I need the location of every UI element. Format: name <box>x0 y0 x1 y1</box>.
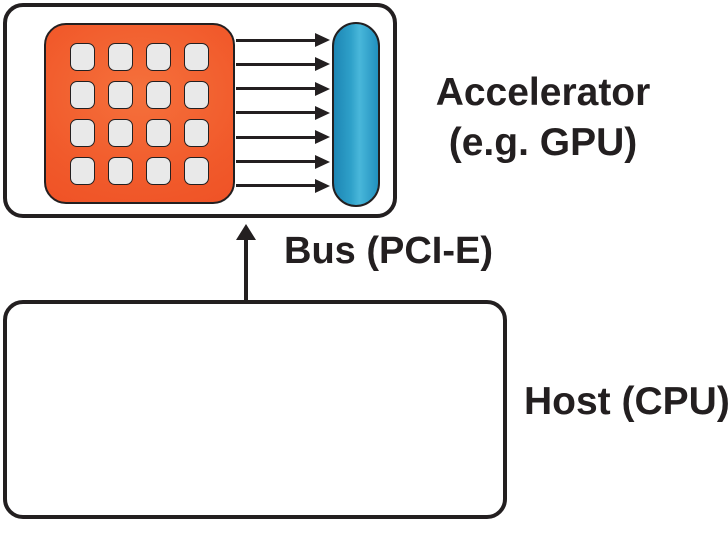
gpu-core <box>108 80 133 109</box>
host-label: Host (CPU) <box>524 380 728 423</box>
arrow-shaft <box>236 38 315 42</box>
arrow-head-right-icon <box>315 178 330 193</box>
arrow-head-right-icon <box>315 154 330 169</box>
bus-arrow-shaft <box>244 238 248 302</box>
gpu-dataflow-arrow <box>236 130 330 145</box>
gpu-dataflow-arrow <box>236 33 330 47</box>
gpu-core <box>70 118 95 147</box>
gpu-dataflow-arrow <box>236 105 330 120</box>
arrow-shaft <box>236 135 315 139</box>
gpu-core <box>146 42 171 71</box>
gpu-dataflow-arrow <box>236 57 330 72</box>
gpu-core <box>146 156 171 185</box>
gpu-core <box>184 42 209 71</box>
arrow-shaft <box>236 184 315 188</box>
arrow-head-right-icon <box>315 81 330 96</box>
gpu-core <box>108 118 133 147</box>
bus-arrow-up-icon <box>236 224 256 240</box>
bus-label: Bus (PCI-E) <box>284 230 493 272</box>
arrow-head-right-icon <box>315 57 330 72</box>
accelerator-box <box>3 3 397 218</box>
gpu-core <box>70 80 95 109</box>
arrow-head-right-icon <box>315 105 330 120</box>
accelerator-label-line2: (e.g. GPU) <box>448 121 638 164</box>
gpu-core <box>70 42 95 71</box>
gpu-core <box>108 42 133 71</box>
gpu-core-grid <box>46 25 233 202</box>
gpu-dataflow-arrow <box>236 81 330 96</box>
arrow-head-right-icon <box>315 130 330 145</box>
arrow-shaft <box>236 87 315 91</box>
accelerator-label-line1: Accelerator <box>435 71 651 114</box>
gpu-dataflow-arrow <box>236 178 330 193</box>
arrow-shaft <box>236 62 315 66</box>
gpu-dataflow-arrows <box>236 33 330 193</box>
gpu-core <box>184 156 209 185</box>
gpu-core <box>146 118 171 147</box>
gpu-core <box>184 80 209 109</box>
gpu-memory-block <box>332 22 380 207</box>
gpu-core <box>70 156 95 185</box>
accelerator-label: Accelerator (e.g. GPU) <box>392 68 694 168</box>
gpu-core <box>184 118 209 147</box>
gpu-dataflow-arrow <box>236 154 330 169</box>
arrow-shaft <box>236 111 315 115</box>
arrow-head-right-icon <box>315 33 330 47</box>
arrow-shaft <box>236 160 315 164</box>
gpu-cores-chip <box>44 23 235 204</box>
gpu-core <box>108 156 133 185</box>
host-box <box>3 300 507 519</box>
gpu-core <box>146 80 171 109</box>
